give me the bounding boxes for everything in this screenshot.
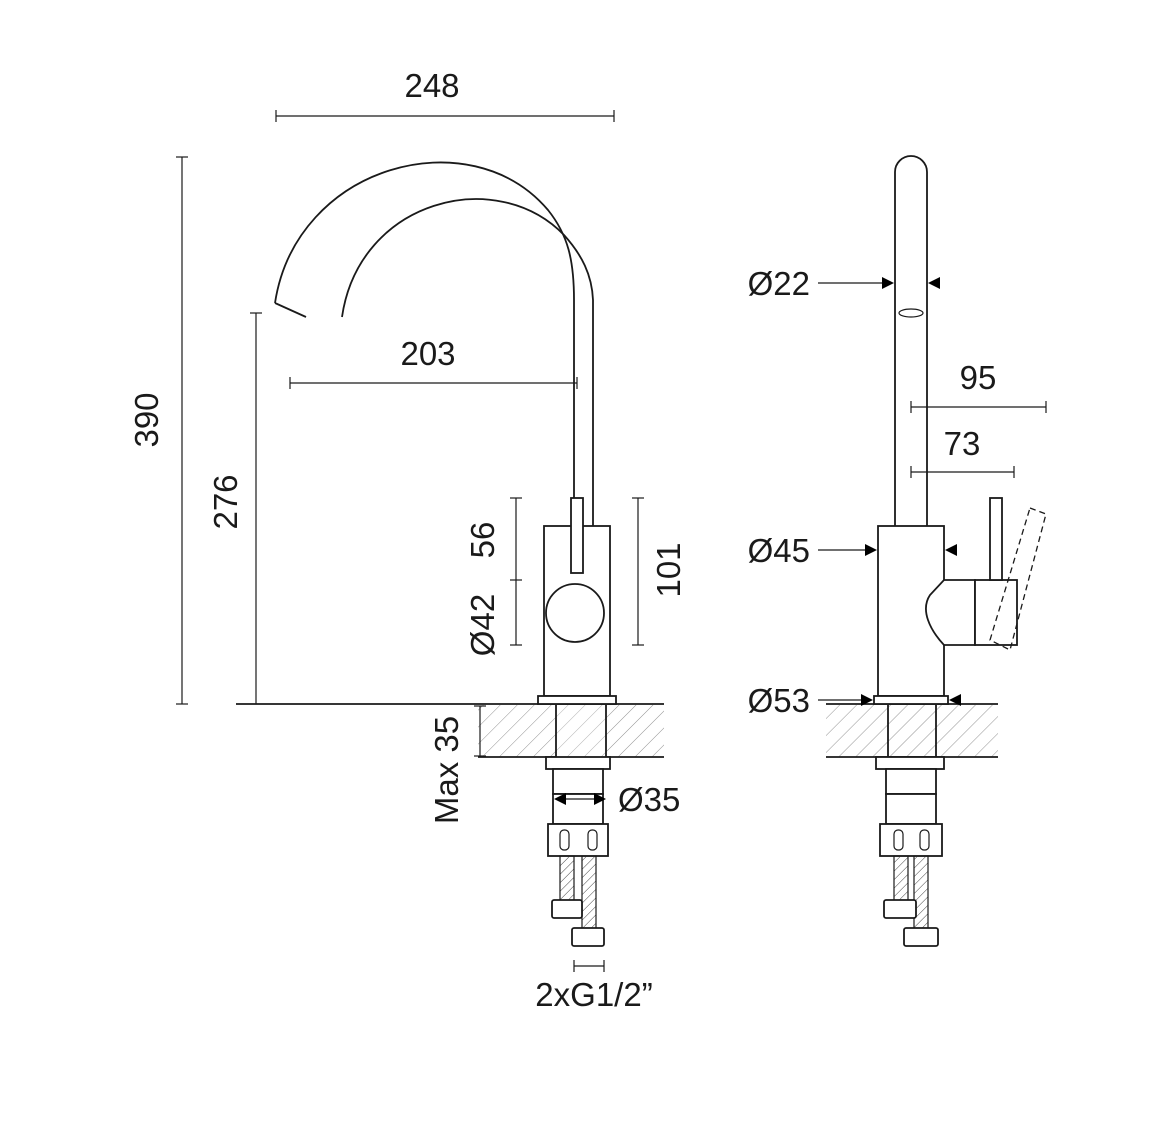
front-underside (545, 756, 611, 947)
dim-base-diameter: Ø53 (748, 682, 961, 719)
front-spout (274, 161, 594, 526)
label-56: 56 (464, 522, 501, 559)
dim-lever-reach: 95 (910, 359, 1047, 413)
label-max35: Max 35 (428, 716, 465, 824)
dim-lever-offset: 73 (910, 425, 1015, 478)
front-countertop (236, 703, 664, 758)
dim-body-diameter: Ø45 (748, 532, 957, 569)
dim-body-height: 101 (632, 497, 687, 646)
label-203: 203 (400, 335, 455, 372)
dim-connection: 2xG1/2” (535, 960, 653, 1013)
label-390: 390 (128, 392, 165, 447)
label-d35: Ø35 (618, 781, 680, 818)
side-countertop (826, 703, 998, 758)
dim-spout-reach: 248 (275, 67, 615, 122)
dim-shank-diameter: Ø35 (554, 781, 680, 818)
label-d42: Ø42 (464, 594, 501, 656)
side-underside (875, 756, 945, 947)
dim-spout-diameter: Ø22 (748, 265, 940, 302)
side-body (873, 497, 1047, 705)
label-d22: Ø22 (748, 265, 810, 302)
dim-max-counter: Max 35 (428, 705, 486, 824)
front-body (537, 497, 617, 705)
label-d45: Ø45 (748, 532, 810, 569)
side-spout (894, 155, 928, 526)
label-d53: Ø53 (748, 682, 810, 719)
label-73: 73 (944, 425, 981, 462)
dim-handle-and-body: 56 Ø42 (464, 497, 522, 656)
label-connection: 2xG1/2” (535, 976, 652, 1013)
dim-overall-height: 390 (128, 156, 188, 705)
front-view: 248 390 276 203 56 Ø42 (128, 67, 687, 1013)
label-101: 101 (650, 542, 687, 597)
side-view: Ø22 95 73 Ø45 Ø53 (748, 155, 1047, 947)
label-276: 276 (207, 474, 244, 529)
dim-inner-reach: 203 (289, 335, 578, 389)
dim-spout-height: 276 (207, 312, 262, 704)
label-248: 248 (404, 67, 459, 104)
label-95: 95 (960, 359, 997, 396)
